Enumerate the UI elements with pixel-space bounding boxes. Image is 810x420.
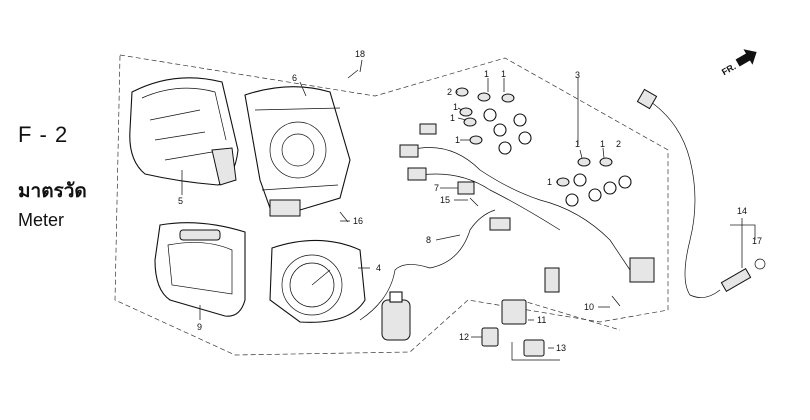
direction-label: FR. (720, 61, 738, 77)
meter-case-part (244, 86, 351, 217)
callout-4: 4 (376, 263, 381, 273)
callout-1: 1 (450, 113, 455, 123)
callout-1: 1 (547, 177, 552, 187)
callout-17: 17 (752, 236, 762, 246)
part-13-cover (523, 339, 545, 357)
callout-7: 7 (434, 183, 439, 193)
callout-2: 2 (447, 87, 452, 97)
meter-panel-part (154, 222, 246, 317)
callout-1: 1 (575, 139, 580, 149)
callout-1: 1 (453, 102, 458, 112)
assembly-boundary (114, 54, 669, 356)
speedometer-part (269, 239, 366, 323)
callout-1: 1 (501, 69, 506, 79)
leader-lines (181, 59, 756, 349)
part-11-block (501, 299, 527, 325)
callout-10: 10 (584, 302, 594, 312)
callout-11: 11 (537, 315, 546, 325)
section-title-thai: มาตรวัด (18, 180, 87, 202)
part-12-cap (481, 327, 499, 347)
section-code: F - 2 (18, 122, 69, 147)
clip-7 (457, 181, 475, 195)
screw-15 (469, 197, 479, 207)
callout-3: 3 (575, 70, 580, 80)
wiring-group-boundary (519, 299, 621, 331)
screw-18 (347, 69, 359, 79)
screw-16 (339, 211, 349, 223)
callout-13: 13 (556, 343, 566, 353)
bulb-sockets (483, 108, 632, 207)
callout-2: 2 (616, 139, 621, 149)
front-direction-arrow-icon: FR. (720, 49, 757, 77)
section-title-english: Meter (18, 210, 65, 230)
speedometer-cable-part (636, 88, 766, 298)
callout-8: 8 (426, 235, 431, 245)
callout-15: 15 (440, 195, 450, 205)
callout-9: 9 (197, 322, 202, 332)
callout-5: 5 (178, 196, 183, 206)
bulbs-part (455, 87, 613, 187)
callout-6: 6 (292, 73, 297, 83)
callout-1: 1 (600, 139, 605, 149)
callout-1: 1 (484, 69, 489, 79)
callout-18: 18 (355, 49, 365, 59)
callout-1: 1 (455, 135, 460, 145)
callout-16: 16 (353, 216, 363, 226)
callout-12: 12 (459, 332, 469, 342)
callout-14: 14 (737, 206, 747, 216)
wire-harness-part (399, 87, 655, 293)
sub-harness-part (359, 209, 496, 341)
meter-visor-part (129, 77, 239, 186)
screw-10 (611, 295, 621, 307)
